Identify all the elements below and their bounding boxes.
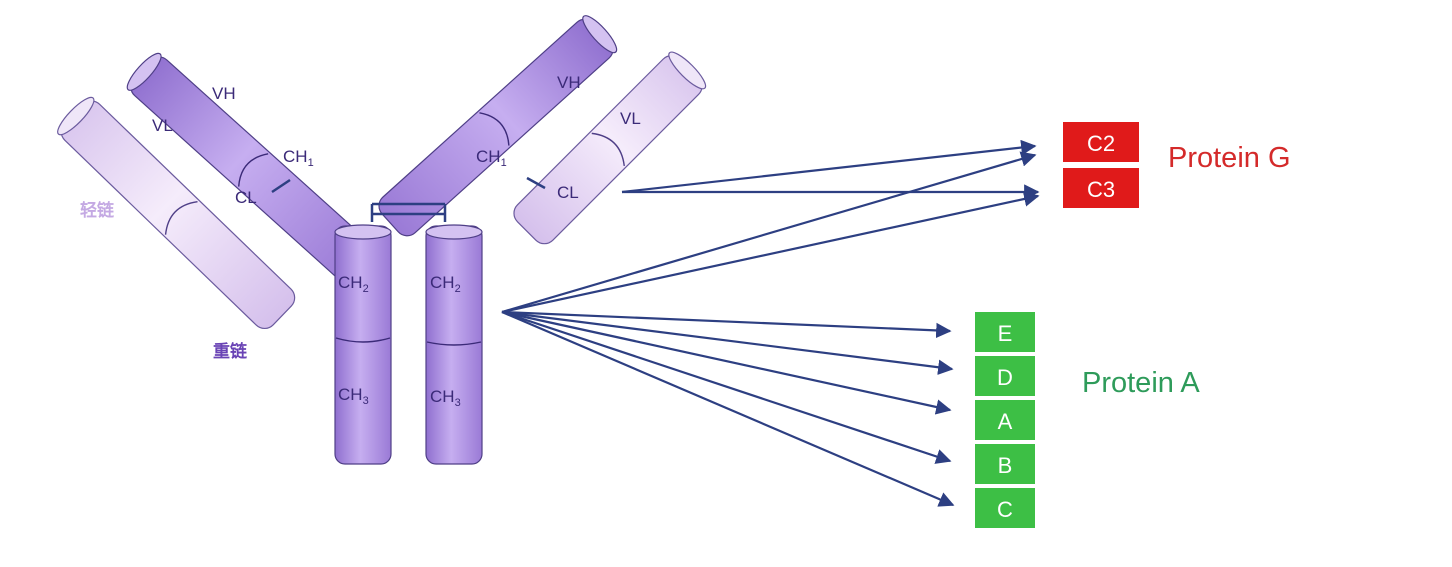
protein-g-domain-c2: C2 xyxy=(1063,122,1139,162)
protein-a-domain-e: E xyxy=(975,312,1035,352)
svg-text:E: E xyxy=(998,321,1013,346)
right-fc-column xyxy=(425,224,483,465)
protein-a-domain-b: B xyxy=(975,444,1035,484)
left-light-chain xyxy=(57,96,296,330)
left-vl-label: VL xyxy=(152,116,173,135)
domain-labels: VL CL VH CH1 VH CH1 VL CL CH2 CH2 CH3 CH… xyxy=(152,73,641,409)
arrow-fc-to-e xyxy=(501,310,952,339)
protein-a-domain-a: A xyxy=(975,400,1035,440)
right-ch3-label: CH3 xyxy=(430,387,461,409)
svg-text:C: C xyxy=(997,497,1013,522)
light-chain-label: 轻链 xyxy=(80,200,115,221)
right-cl-label: CL xyxy=(557,183,579,202)
left-vh-label: VH xyxy=(212,84,236,103)
right-vh-label: VH xyxy=(557,73,581,92)
antibody: VL CL VH CH1 VH CH1 VL CL CH2 CH2 CH3 CH… xyxy=(57,15,707,465)
protein-g: C2 C3 Protein G xyxy=(1063,122,1291,208)
arrow-fc-to-c3 xyxy=(501,191,1040,314)
left-cl-label: CL xyxy=(235,188,257,207)
left-ch2-label: CH2 xyxy=(338,273,369,295)
protein-a-label: Protein A xyxy=(1082,367,1200,399)
protein-a-domain-c: C xyxy=(975,488,1035,528)
protein-g-domain-c3: C3 xyxy=(1063,168,1139,208)
heavy-chain-label: 重链 xyxy=(213,341,248,362)
svg-text:D: D xyxy=(997,365,1013,390)
svg-text:C2: C2 xyxy=(1087,131,1115,156)
right-heavy-arm xyxy=(378,15,618,237)
left-ch3-label: CH3 xyxy=(338,385,369,407)
arrow-fc-to-a xyxy=(501,310,952,415)
arrow-cl-to-c2 xyxy=(621,139,1037,194)
arrow-fc-to-c xyxy=(501,310,955,507)
binding-arrows xyxy=(501,139,1040,507)
arrow-fc-to-c2 xyxy=(501,151,1037,314)
svg-text:A: A xyxy=(998,409,1013,434)
disulfide-bonds xyxy=(271,176,546,222)
arrow-fc-to-d xyxy=(501,310,954,375)
right-light-chain xyxy=(513,51,707,245)
protein-a-domain-d: D xyxy=(975,356,1035,396)
svg-text:B: B xyxy=(998,453,1013,478)
protein-g-label: Protein G xyxy=(1168,142,1291,174)
right-ch1-label: CH1 xyxy=(476,147,507,169)
svg-text:C3: C3 xyxy=(1087,177,1115,202)
right-ch2-label: CH2 xyxy=(430,273,461,295)
arrow-fc-to-b xyxy=(501,310,952,464)
left-fc-column xyxy=(334,224,392,465)
right-vl-label: VL xyxy=(620,109,641,128)
protein-a: E D A B C Protein A xyxy=(975,312,1200,528)
left-ch1-label: CH1 xyxy=(283,147,314,169)
